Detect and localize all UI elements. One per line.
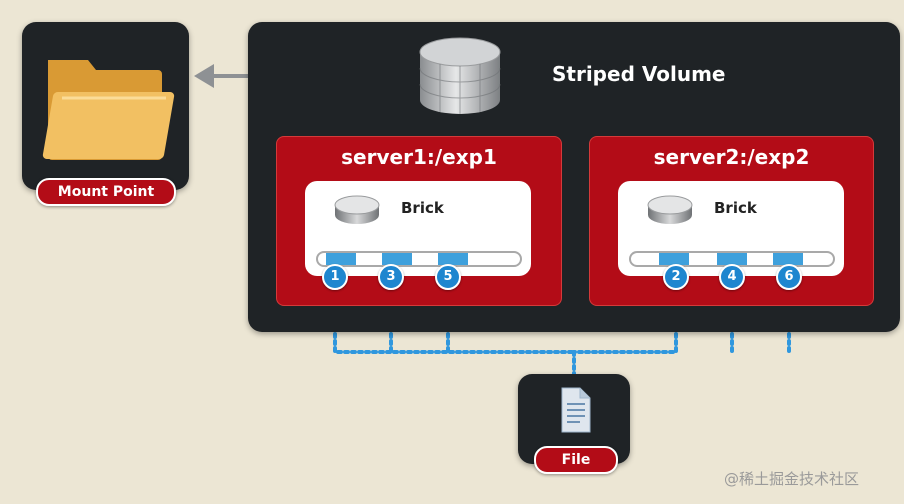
folder-icon — [42, 60, 175, 160]
chunk-badge-3: 3 — [378, 264, 404, 290]
server-1-stripe-bar — [316, 251, 522, 267]
mount-point-label: Mount Point — [36, 178, 176, 206]
document-icon — [561, 387, 591, 433]
chunk-badge-1: 1 — [322, 264, 348, 290]
server-2-brick-label: Brick — [714, 199, 757, 217]
server-1-brick-label: Brick — [401, 199, 444, 217]
server-2-brick: Brick — [618, 181, 844, 276]
chunk-badge-2: 2 — [663, 264, 689, 290]
stripe-segment-6 — [773, 253, 803, 265]
server-2-box: server2:/exp2 Brick — [589, 136, 874, 306]
chunk-badge-6: 6 — [776, 264, 802, 290]
disk-icon — [647, 195, 693, 224]
stripe-segment-1 — [326, 253, 356, 265]
stripe-segment-4 — [717, 253, 747, 265]
mount-point-panel — [22, 22, 189, 190]
watermark: @稀土掘金技术社区 — [724, 470, 860, 488]
stripe-segment-2 — [659, 253, 689, 265]
chunk-badge-5: 5 — [435, 264, 461, 290]
server-2-title: server2:/exp2 — [653, 145, 810, 169]
stripe-segment-3 — [382, 253, 412, 265]
chunk-badge-4: 4 — [719, 264, 745, 290]
server-1-brick: Brick — [305, 181, 531, 276]
volume-title: Striped Volume — [552, 62, 726, 86]
server-1-title: server1:/exp1 — [341, 145, 497, 169]
server-1-box: server1:/exp1 Brick — [276, 136, 562, 306]
file-label: File — [534, 446, 618, 474]
disk-icon — [334, 195, 380, 224]
stripe-segment-5 — [438, 253, 468, 265]
